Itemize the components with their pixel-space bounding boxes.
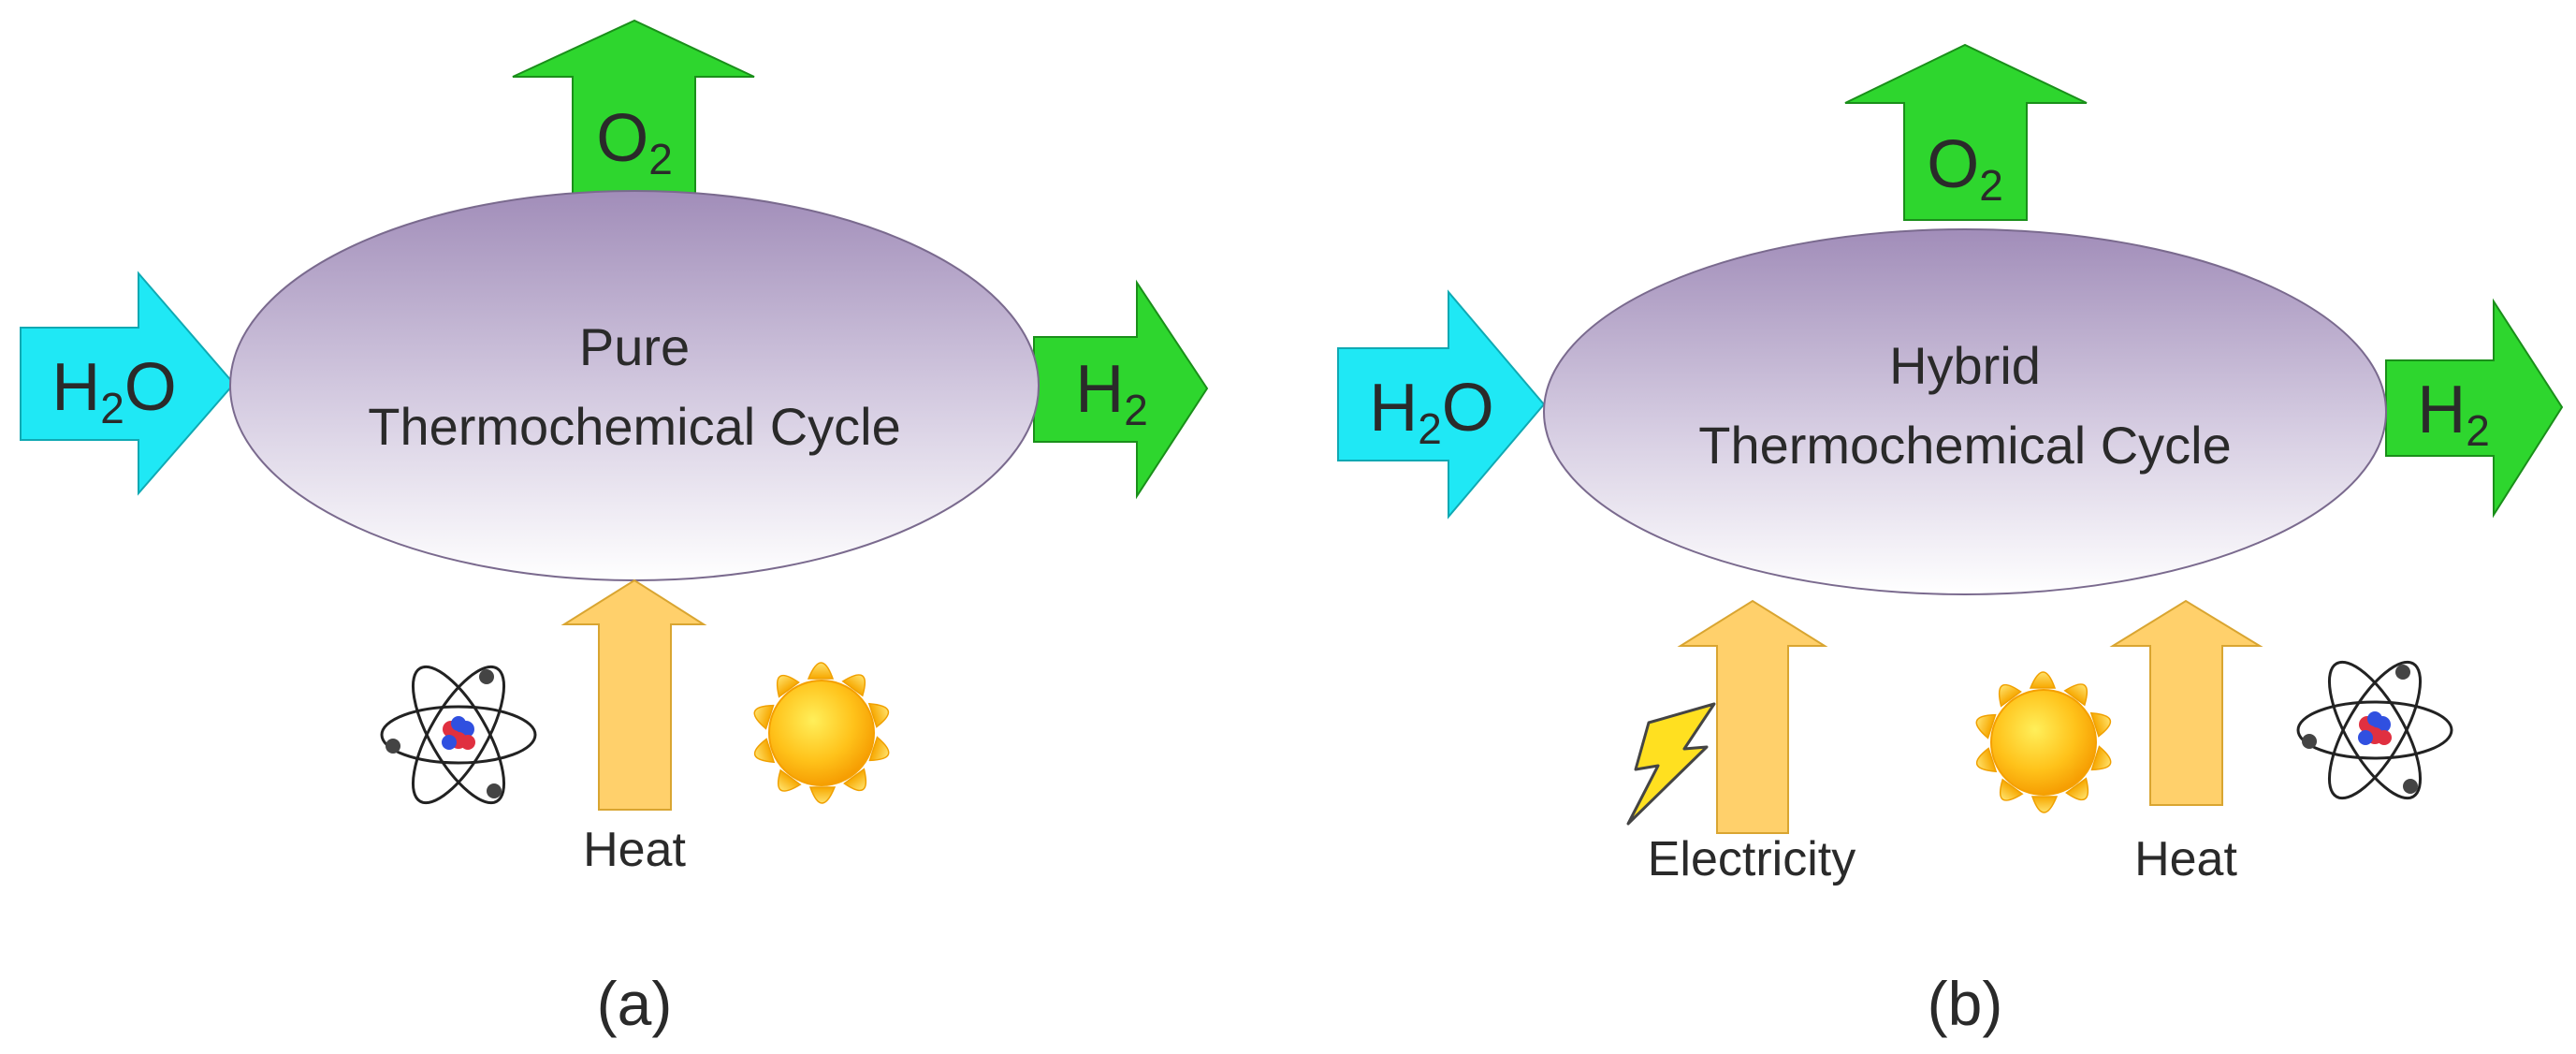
svg-text:H2O: H2O [1369,371,1494,453]
h2-output-arrow: H2 [1033,279,1209,500]
svg-text:O2: O2 [1927,127,2003,210]
h2-subscript: 2 [1124,386,1148,434]
cycle-title-line2: Thermochemical Cycle [1698,416,2232,475]
caption-b: (b) [1928,969,2003,1038]
atom-icon [380,652,537,817]
h2o-label-h: H [51,350,100,425]
h2-output-arrow: H2 [2385,298,2564,519]
h2-label: H [1075,352,1124,427]
electricity-input-arrow [1677,599,1828,834]
electricity-label: Electricity [1648,832,1856,886]
heat-input-arrow [2109,599,2263,806]
atom-icon [2296,648,2453,812]
svg-text:H2: H2 [1075,352,1148,434]
o2-label: O [596,101,648,176]
o2-subscript: 2 [1979,161,2003,210]
o2-output-arrow: O2 [512,19,755,198]
cycle-title-line2: Thermochemical Cycle [368,397,901,456]
h2o-subscript: 2 [1418,404,1442,453]
h2o-label-o: O [124,350,177,425]
h2o-input-arrow: H2O [1337,289,1546,520]
h2o-input-arrow: H2O [20,271,236,496]
cycle-title-line1: Pure [579,317,690,376]
o2-output-arrow: O2 [1844,43,2088,221]
h2-label: H [2417,373,2466,447]
svg-text:H2: H2 [2417,373,2490,455]
o2-subscript: 2 [648,135,673,183]
sun-icon [1972,671,2116,813]
h2-subscript: 2 [2466,406,2490,455]
heat-label: Heat [583,823,686,877]
svg-text:H2O: H2O [51,350,177,432]
h2o-label-h: H [1369,371,1418,446]
cycle-ellipse: Hybrid Thermochemical Cycle [1543,228,2387,595]
o2-label: O [1927,127,1979,202]
cycle-ellipse: Pure Thermochemical Cycle [229,190,1040,581]
svg-text:O2: O2 [596,101,673,183]
heat-label: Heat [2134,832,2237,886]
panel-a: O2 H2O H2 Pure Thermochemical Cycle Heat [20,19,1209,1038]
heat-input-arrow [560,578,707,811]
h2o-label-o: O [1442,371,1494,446]
h2o-subscript: 2 [100,384,124,432]
panel-b: O2 H2O H2 Hybrid Thermochemical Cycle El… [1337,43,2564,1038]
sun-icon [750,662,894,804]
lightning-bolt-icon [1626,702,1716,826]
caption-a: (a) [597,969,673,1038]
cycle-title-line1: Hybrid [1889,336,2041,395]
